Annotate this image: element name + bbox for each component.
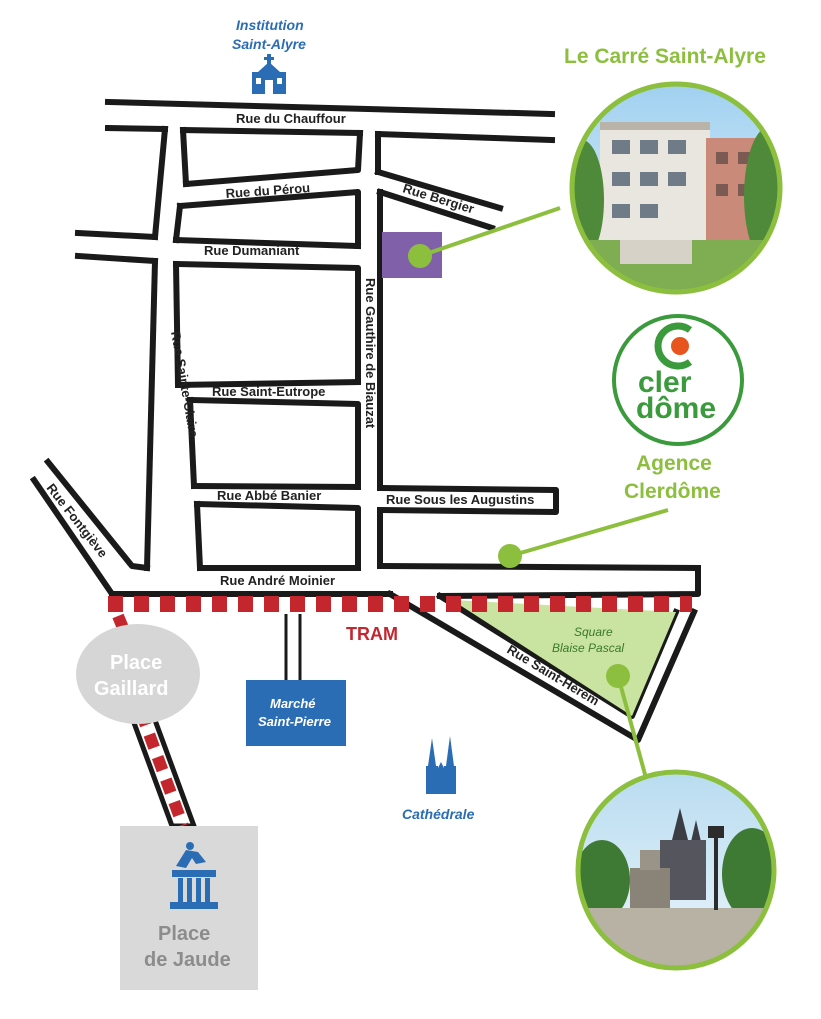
label-institution-2: Saint-Alyre [232,36,306,52]
clerdome-orange-dot [671,337,689,355]
square-connector-line [616,675,648,779]
street-chauffour-top [104,98,556,118]
street-dumaniant-bottom [74,252,361,385]
square-photo-frame [575,769,777,971]
street-bergier-top [374,168,504,212]
marche-connector [284,614,302,680]
square-location-dot [606,664,630,688]
marche-saint-pierre-box [246,680,346,746]
block-abbe-banier-bottom [193,500,361,571]
block-saint-eutrope [174,378,362,389]
street-fontgieve-top [43,457,151,572]
label-marche-2: Saint-Pierre [258,714,331,729]
street-dumaniant-top [74,229,362,250]
clerdome-logo-icon [612,314,744,446]
label-rue-andre-moinier: Rue André Moinier [220,573,335,588]
label-place-jaude-1: Place [158,923,210,945]
label-square-2: Blaise Pascal [552,641,624,655]
logo-text-dome: dôme [636,392,716,425]
residence-photo-frame [569,81,783,295]
label-place-gaillard-2: Gaillard [94,678,168,700]
label-place-gaillard-1: Place [110,652,162,674]
label-cathedrale: Cathédrale [402,806,475,822]
block-abbe-banier [190,482,362,491]
label-rue-abbe-banier: Rue Abbé Banier [217,488,321,503]
clerdome-c-mark [654,322,693,370]
label-rue-fontgieve: Rue Fontgiève [44,481,111,561]
label-clerdome: Clerdôme [624,480,721,503]
label-agence: Agence [636,452,712,475]
street-saint-herem-top [385,589,698,743]
label-marche-1: Marché [270,696,316,711]
label-rue-du-chauffour: Rue du Chauffour [236,111,346,126]
label-institution-1: Institution [236,17,304,33]
street-sainte-claire-right [172,126,204,572]
street-bergier-bottom [376,188,496,232]
label-place-jaude-2: de Jaude [144,949,231,971]
tram-track-diagonal [135,709,189,829]
cathedral-icon [426,736,456,794]
agency-connector-line [509,508,669,558]
street-moinier-top [197,562,702,572]
street-chauffour-bottom [104,124,556,144]
street-sainte-claire-left [143,125,169,572]
label-square-1: Square [574,625,613,639]
label-rue-gauthire: Rue Gauthire de Biauzat [363,278,378,429]
church-icon [252,54,286,94]
block-saint-eutrope-bottom [186,396,361,490]
label-rue-sous-les-augustins: Rue Sous les Augustins [386,492,534,507]
street-fontgieve-bottom [29,475,117,599]
label-residence-title: Le Carré Saint-Alyre [564,45,766,68]
block-perou-top [182,129,364,188]
street-moinier-bottom [109,565,701,600]
block-perou-bottom [176,189,361,249]
statue-icon [170,842,218,909]
residence-connector-line [419,206,561,258]
street-network [29,98,702,743]
label-rue-saint-eutrope: Rue Saint-Eutrope [212,384,325,399]
residence-photo [572,84,780,292]
agency-location-dot [498,544,522,568]
label-rue-du-perou: Rue du Pérou [225,180,310,201]
street-augustins-top [376,484,559,515]
location-dot-icon [408,244,432,268]
place-gaillard [76,624,200,724]
logo-text-cler: cler [638,366,692,399]
label-rue-dumaniant: Rue Dumaniant [204,243,300,258]
label-tram: TRAM [346,624,398,644]
street-gauthire-right [375,131,383,569]
